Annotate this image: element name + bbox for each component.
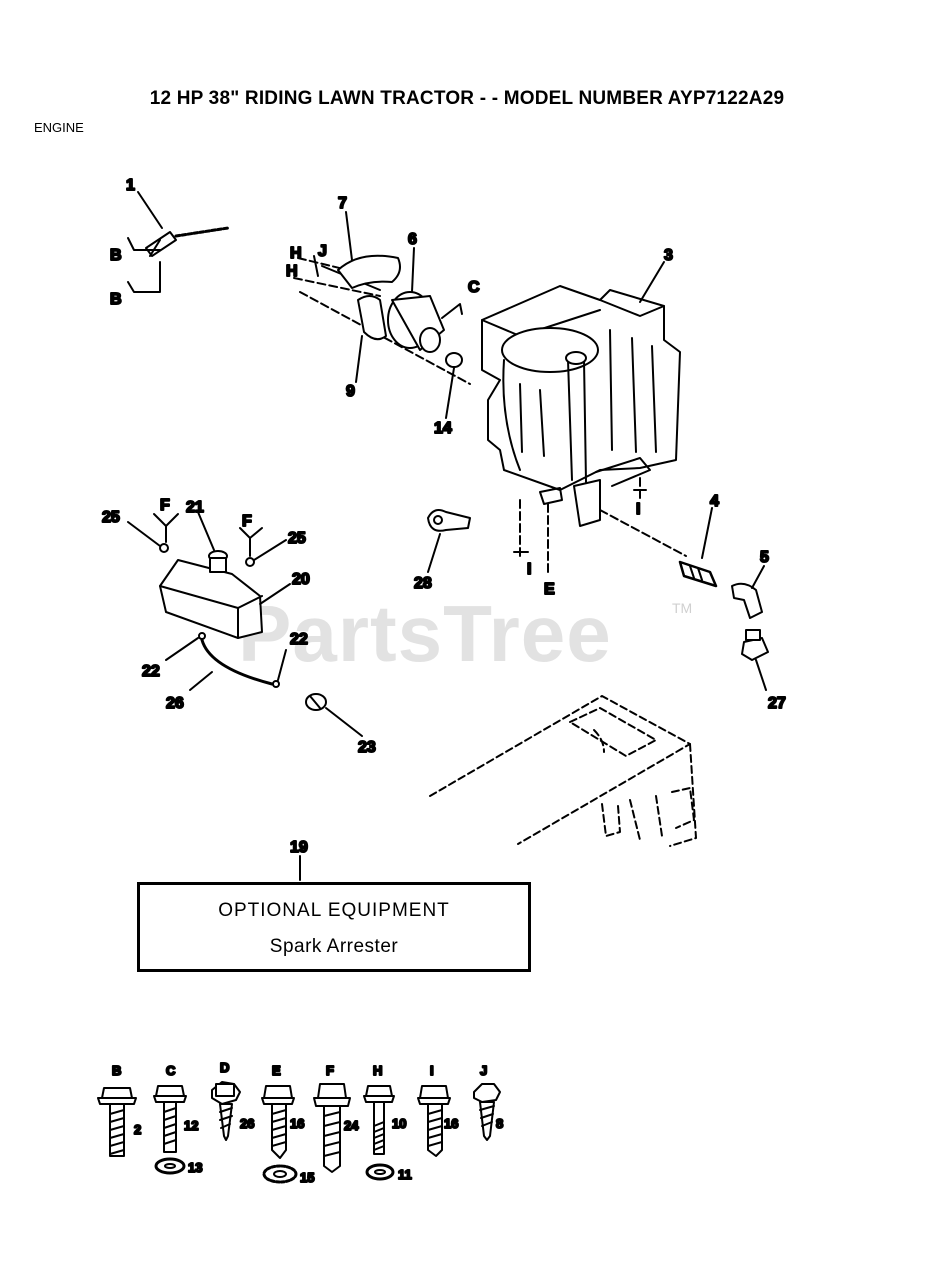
watermark: PartsTree <box>238 589 612 678</box>
callout-3: 3 <box>664 247 673 264</box>
hardware-letter-j: J <box>480 1063 487 1078</box>
hardware-qty-b: 2 <box>134 1122 141 1137</box>
ref-h-2: H <box>286 263 298 280</box>
washer-qty-15: 15 <box>300 1170 314 1185</box>
hardware-letter-i: I <box>430 1063 434 1078</box>
callout-23: 23 <box>358 739 376 756</box>
hardware-e-bolt <box>261 1085 295 1159</box>
callout-1: 1 <box>126 177 135 194</box>
optional-equipment-box: OPTIONAL EQUIPMENT Spark Arrester <box>137 882 531 972</box>
ref-h-1: H <box>290 245 302 262</box>
ref-i-1: I <box>527 561 531 578</box>
optional-equipment-item[interactable]: Spark Arrester <box>269 936 399 957</box>
part-23-fuel-filter[interactable] <box>305 693 363 737</box>
part-26-fuel-line[interactable] <box>165 632 287 691</box>
callout-7: 7 <box>338 195 347 212</box>
hardware-qty-f: 24 <box>344 1118 359 1133</box>
part-20-fuel-tank[interactable] <box>159 559 291 639</box>
hardware-qty-d: 26 <box>240 1116 254 1131</box>
callout-19: 19 <box>290 839 308 856</box>
washer-qty-11: 11 <box>398 1167 412 1182</box>
hardware-qty-e: 16 <box>290 1116 304 1131</box>
callout-22-a: 22 <box>142 663 160 680</box>
ref-f-2: F <box>242 513 252 530</box>
hardware-b-bolt <box>97 1087 137 1157</box>
callout-9: 9 <box>346 383 355 400</box>
hardware-j-screw <box>473 1083 501 1141</box>
ref-b-1: B <box>110 247 122 264</box>
hardware-letter-h: H <box>373 1063 382 1078</box>
hardware-letter-f: F <box>326 1063 334 1078</box>
callout-6: 6 <box>408 231 417 248</box>
hardware-h-bolt <box>363 1085 395 1155</box>
part-3-engine[interactable] <box>481 261 687 573</box>
hardware-h-washer <box>365 1163 395 1181</box>
part-4-drain-nipple[interactable] <box>678 507 718 588</box>
watermark-tm: TM <box>672 600 693 616</box>
ref-j-1: J <box>318 243 327 260</box>
callout-26: 26 <box>166 695 184 712</box>
callout-21: 21 <box>186 499 204 516</box>
ref-b-2: B <box>110 291 122 308</box>
hardware-qty-j: 8 <box>496 1116 503 1131</box>
washer-qty-13: 13 <box>188 1160 202 1175</box>
hardware-h-washer-hole <box>374 1169 386 1175</box>
section-label: ENGINE <box>34 120 84 135</box>
callout-5: 5 <box>760 549 769 566</box>
callout-25-a: 25 <box>102 509 120 526</box>
hardware-qty-h: 10 <box>392 1116 406 1131</box>
hardware-letter-b: B <box>112 1063 121 1078</box>
part-28-clamp[interactable] <box>427 509 471 573</box>
hardware-e-lockwasher <box>262 1164 298 1184</box>
part-25-grommets[interactable] <box>127 513 287 567</box>
hardware-qty-c: 12 <box>184 1118 198 1133</box>
optional-equipment-heading: OPTIONAL EQUIPMENT <box>218 900 450 921</box>
callout-22-b: 22 <box>290 631 308 648</box>
part-27-cap[interactable] <box>741 629 769 691</box>
hardware-letter-e: E <box>272 1063 281 1078</box>
ref-c-1: C <box>468 279 480 296</box>
callout-28: 28 <box>414 575 432 592</box>
callout-20: 20 <box>292 571 310 588</box>
callout-27: 27 <box>768 695 786 712</box>
tractor-frame <box>429 695 697 847</box>
page-title: 12 HP 38" RIDING LAWN TRACTOR - - MODEL … <box>149 88 785 109</box>
hardware-d-screw <box>211 1081 241 1141</box>
ref-e-1: E <box>544 581 555 598</box>
hardware-i-bolt <box>417 1085 451 1157</box>
part-1-throttle-bracket[interactable] <box>127 191 230 293</box>
hardware-c-bolt <box>153 1085 187 1153</box>
hardware-letter-c: C <box>166 1063 176 1078</box>
part-5-elbow[interactable] <box>731 565 765 619</box>
hardware-b-washer <box>154 1157 186 1175</box>
hardware-letter-d: D <box>220 1060 229 1075</box>
hardware-f-bolt <box>313 1083 351 1173</box>
callout-14: 14 <box>434 420 452 437</box>
hardware-b-washer-hole <box>164 1163 176 1169</box>
hardware-legend <box>97 1081 501 1184</box>
air-cleaner-assembly[interactable] <box>293 211 471 419</box>
ref-f-1: F <box>160 497 170 514</box>
hardware-qty-i: 16 <box>444 1116 458 1131</box>
ref-i-2: I <box>636 501 640 518</box>
callout-4: 4 <box>710 493 719 510</box>
part-21-fuel-cap[interactable] <box>197 511 228 573</box>
callout-25-b: 25 <box>288 530 306 547</box>
